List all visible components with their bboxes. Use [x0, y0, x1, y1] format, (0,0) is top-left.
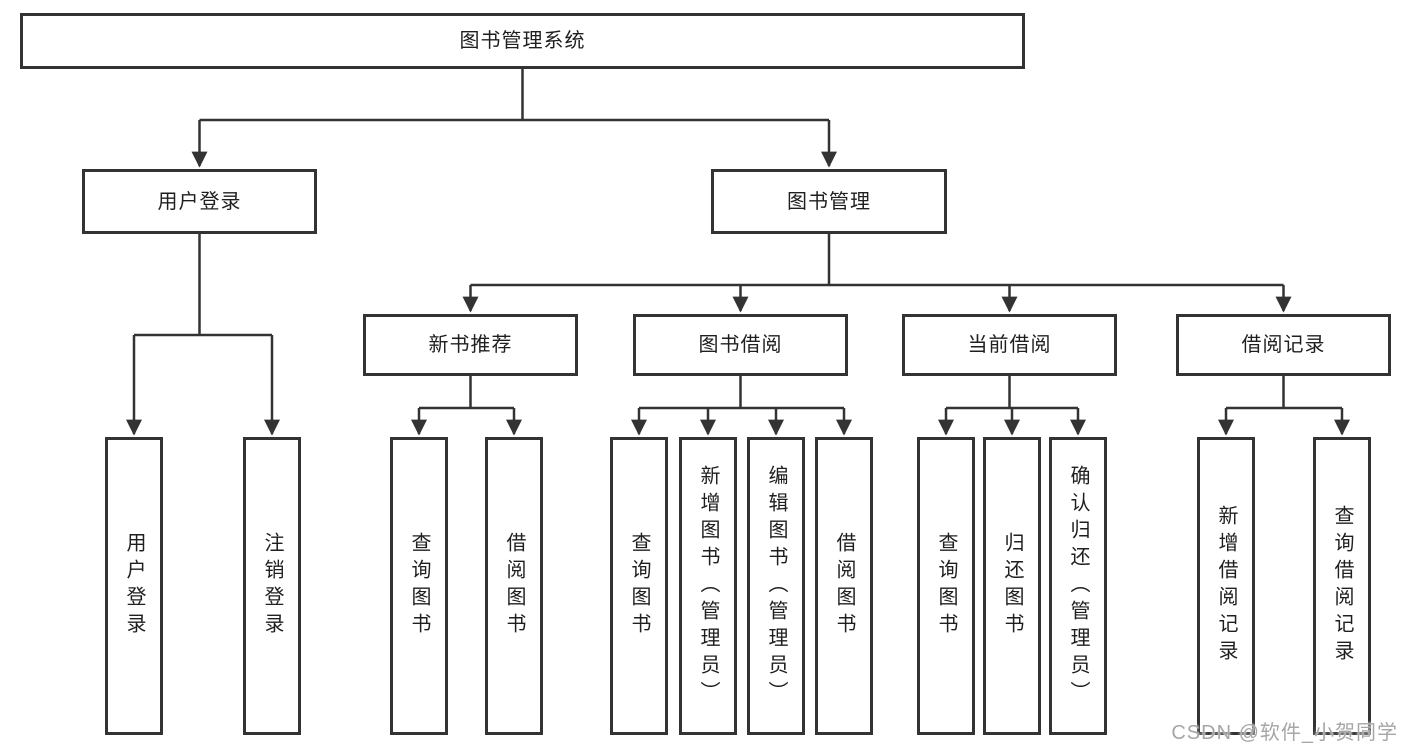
node-leaf-return-books: 归还图书 [983, 437, 1041, 735]
node-leaf-logout-label: 注销登录 [261, 532, 283, 640]
node-leaf-add-borrow-record: 新增借阅记录 [1197, 437, 1255, 735]
node-leaf-query-books-current-label: 查询图书 [935, 532, 957, 640]
node-leaf-user-login: 用户登录 [105, 437, 163, 735]
node-leaf-confirm-return-admin: 确认归还（管理员） [1049, 437, 1107, 735]
node-book-borrowing: 图书借阅 [633, 314, 848, 376]
node-book-management: 图书管理 [711, 169, 947, 234]
node-book-borrowing-label: 图书借阅 [698, 334, 783, 356]
node-leaf-logout: 注销登录 [243, 437, 301, 735]
node-leaf-add-books-admin-label: 新增图书（管理员） [697, 464, 719, 708]
node-leaf-query-books-recommend: 查询图书 [390, 437, 448, 735]
node-leaf-query-books-borrowing-label: 查询图书 [628, 532, 650, 640]
node-user-login-label: 用户登录 [157, 190, 242, 213]
node-leaf-add-books-admin: 新增图书（管理员） [679, 437, 737, 735]
node-leaf-query-borrow-record-label: 查询借阅记录 [1331, 505, 1353, 667]
node-leaf-query-books-recommend-label: 查询图书 [408, 532, 430, 640]
node-leaf-confirm-return-admin-label: 确认归还（管理员） [1067, 464, 1089, 708]
node-user-login: 用户登录 [82, 169, 317, 234]
node-book-management-label: 图书管理 [787, 190, 871, 213]
node-leaf-edit-books-admin: 编辑图书（管理员） [747, 437, 805, 735]
node-leaf-query-books-current: 查询图书 [917, 437, 975, 735]
node-leaf-query-borrow-record: 查询借阅记录 [1313, 437, 1371, 735]
node-new-book-recommendation-label: 新书推荐 [428, 334, 513, 356]
node-leaf-borrow-books-recommend-label: 借阅图书 [503, 532, 525, 640]
node-leaf-borrow-books-recommend: 借阅图书 [485, 437, 543, 735]
node-leaf-query-books-borrowing: 查询图书 [610, 437, 668, 735]
node-current-borrowing: 当前借阅 [902, 314, 1117, 376]
node-leaf-borrow-books-borrowing: 借阅图书 [815, 437, 873, 735]
node-library-system: 图书管理系统 [20, 13, 1025, 69]
node-library-system-label: 图书管理系统 [459, 30, 586, 52]
node-current-borrowing-label: 当前借阅 [967, 334, 1052, 356]
watermark: CSDN @软件_小贺同学 [1171, 722, 1398, 744]
node-leaf-edit-books-admin-label: 编辑图书（管理员） [765, 464, 787, 708]
node-leaf-user-login-label: 用户登录 [123, 532, 145, 640]
node-borrowing-records: 借阅记录 [1176, 314, 1391, 376]
node-leaf-return-books-label: 归还图书 [1001, 532, 1023, 640]
node-borrowing-records-label: 借阅记录 [1241, 334, 1326, 356]
node-leaf-borrow-books-borrowing-label: 借阅图书 [833, 532, 855, 640]
node-leaf-add-borrow-record-label: 新增借阅记录 [1215, 505, 1237, 667]
node-new-book-recommendation: 新书推荐 [363, 314, 578, 376]
